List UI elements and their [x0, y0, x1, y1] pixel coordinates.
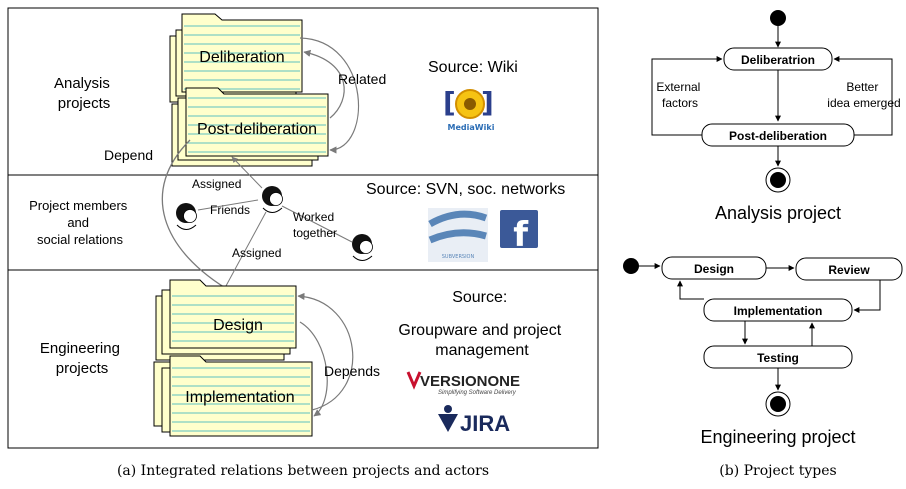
svg-text:[: [	[443, 86, 456, 119]
svg-text:f: f	[513, 215, 529, 255]
facebook-logo-icon: f	[500, 210, 538, 255]
related-arrow-down	[299, 37, 359, 154]
design-doc-label: Design	[213, 317, 263, 334]
person-icon-middle	[262, 186, 283, 213]
panel-a: Analysis projects Project members and so…	[7, 7, 599, 479]
review-state	[795, 257, 903, 281]
svg-text:SUBVERSION: SUBVERSION	[442, 254, 475, 260]
assigned-label-bottom: Assigned	[232, 246, 281, 260]
implementation-doc-label: Implementation	[185, 389, 294, 406]
versionone-logo-icon: VERSIONONE Simplifying Software Delivery	[406, 371, 520, 396]
post-deliberation-doc-stack: Post-deliberation	[171, 87, 329, 167]
better-idea-label: Better idea emerged	[827, 80, 900, 110]
assigned-label-top: Assigned	[192, 177, 241, 191]
friends-label: Friends	[210, 203, 250, 217]
svg-text:Simplifying Software Delivery: Simplifying Software Delivery	[438, 390, 517, 396]
subversion-logo-icon: SUBVERSION	[428, 208, 488, 262]
analysis-initial-node	[770, 10, 786, 26]
deliberation-doc-label: Deliberation	[199, 49, 284, 66]
deliberation-state-label: Deliberatrion	[741, 53, 815, 67]
friends-link	[197, 199, 259, 211]
members-band-label: Project members and social relations	[29, 198, 131, 247]
implementation-doc-stack: Implementation	[153, 355, 313, 437]
depends-arrow-down	[299, 321, 328, 417]
related-arrow-up	[303, 49, 345, 119]
deliberation-doc-stack: Deliberation	[169, 13, 303, 103]
worked-together-link	[281, 205, 353, 243]
analysis-project-title: Analysis project	[715, 203, 841, 223]
worked-together-label: Worked together	[293, 210, 337, 240]
implementation-state	[703, 298, 853, 322]
panel-a-caption: (a) Integrated relations between project…	[117, 463, 489, 479]
review-to-implementation-arrow	[853, 280, 881, 313]
design-state-label: Design	[694, 262, 734, 276]
depend-label: Depend	[104, 147, 153, 163]
assigned-arrow-top	[231, 156, 263, 189]
mediawiki-logo-icon: [ ] MediaWiki	[443, 86, 495, 132]
depends-label: Depends	[324, 363, 380, 379]
assigned-arrow-bottom	[219, 211, 267, 298]
panel-b: Deliberatrion Post-deliberation External…	[623, 10, 903, 479]
svn-source-label: Source: SVN, soc. networks	[366, 181, 565, 198]
implementation-to-design-arrow	[677, 280, 704, 300]
external-factors-label: External factors	[656, 80, 703, 110]
engineering-band-label: Engineering projects	[40, 340, 124, 377]
person-icon-right	[352, 234, 373, 261]
engineering-initial-node	[623, 258, 639, 274]
post-deliberation-doc-label: Post-deliberation	[197, 121, 317, 138]
engineering-project-title: Engineering project	[700, 427, 855, 447]
related-label: Related	[338, 71, 386, 87]
better-idea-loop	[833, 56, 893, 136]
svg-text:JIRA: JIRA	[460, 411, 510, 436]
person-icon-left	[176, 203, 197, 230]
analysis-band-label: Analysis projects	[54, 75, 114, 112]
post-deliberation-state-label: Post-deliberation	[729, 129, 827, 143]
review-state-label: Review	[828, 263, 870, 277]
panel-b-caption: (b) Project types	[719, 463, 836, 479]
wiki-source-label: Source: Wiki	[428, 59, 518, 76]
design-doc-stack: Design	[155, 279, 297, 361]
jira-logo-icon: JIRA	[438, 405, 510, 436]
external-factors-loop	[651, 56, 723, 136]
depends-arrow-up	[297, 292, 354, 411]
svg-text:VERSIONONE: VERSIONONE	[420, 373, 520, 390]
members-band	[7, 174, 599, 271]
groupware-source-label: Source: Groupware and project management	[398, 289, 565, 359]
svg-text:MediaWiki: MediaWiki	[448, 123, 495, 132]
testing-state-label: Testing	[757, 351, 799, 365]
depend-arrow	[161, 139, 233, 293]
svg-text:]: ]	[481, 86, 494, 119]
implementation-state-label: Implementation	[734, 304, 823, 318]
